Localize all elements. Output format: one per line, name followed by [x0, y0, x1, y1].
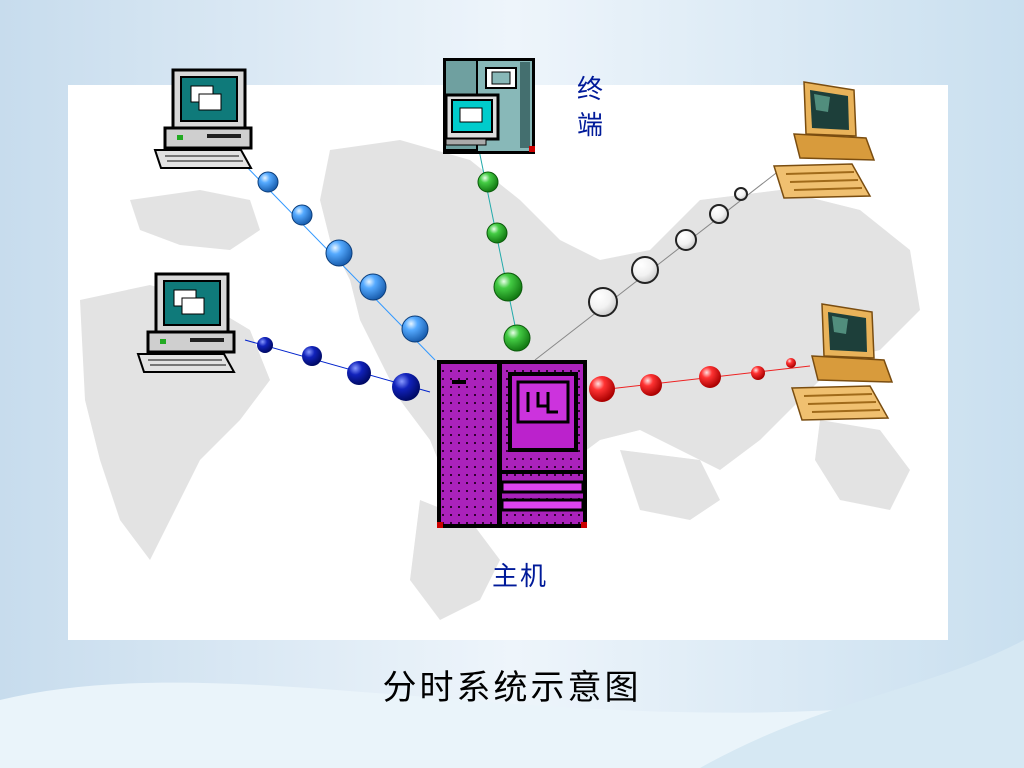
computer-icon	[772, 81, 876, 199]
slide-caption: 分时系统示意图	[382, 668, 642, 708]
packet	[486, 222, 508, 244]
packet	[477, 171, 499, 193]
packet	[325, 239, 353, 267]
packet	[709, 204, 729, 224]
packet	[675, 229, 697, 251]
red-link-packets	[589, 358, 796, 402]
computer-icon	[153, 68, 253, 169]
packet	[786, 358, 796, 368]
packet	[302, 346, 322, 366]
packet	[347, 361, 371, 385]
packet	[257, 171, 279, 193]
packet	[640, 374, 662, 396]
packet	[699, 366, 721, 388]
packet	[392, 373, 420, 401]
mainframe-icon	[437, 360, 587, 528]
computer-icon	[136, 272, 236, 373]
navy-link-packets	[257, 337, 420, 401]
packet	[589, 376, 615, 402]
packet	[401, 315, 429, 343]
packet	[257, 337, 273, 353]
terminal-label: 终端	[576, 75, 603, 141]
packet	[588, 287, 618, 317]
packet	[359, 273, 387, 301]
packet	[631, 256, 659, 284]
terminal-icon	[443, 58, 535, 154]
gray-link-packets	[588, 187, 748, 317]
packet	[291, 204, 313, 226]
packet	[493, 272, 523, 302]
host-label: 主机	[491, 562, 548, 592]
packet	[503, 324, 531, 352]
blue-link-packets	[257, 171, 429, 343]
green-link-packets	[477, 171, 531, 352]
packet	[751, 366, 765, 380]
packet	[734, 187, 748, 201]
computer-icon	[790, 303, 894, 421]
